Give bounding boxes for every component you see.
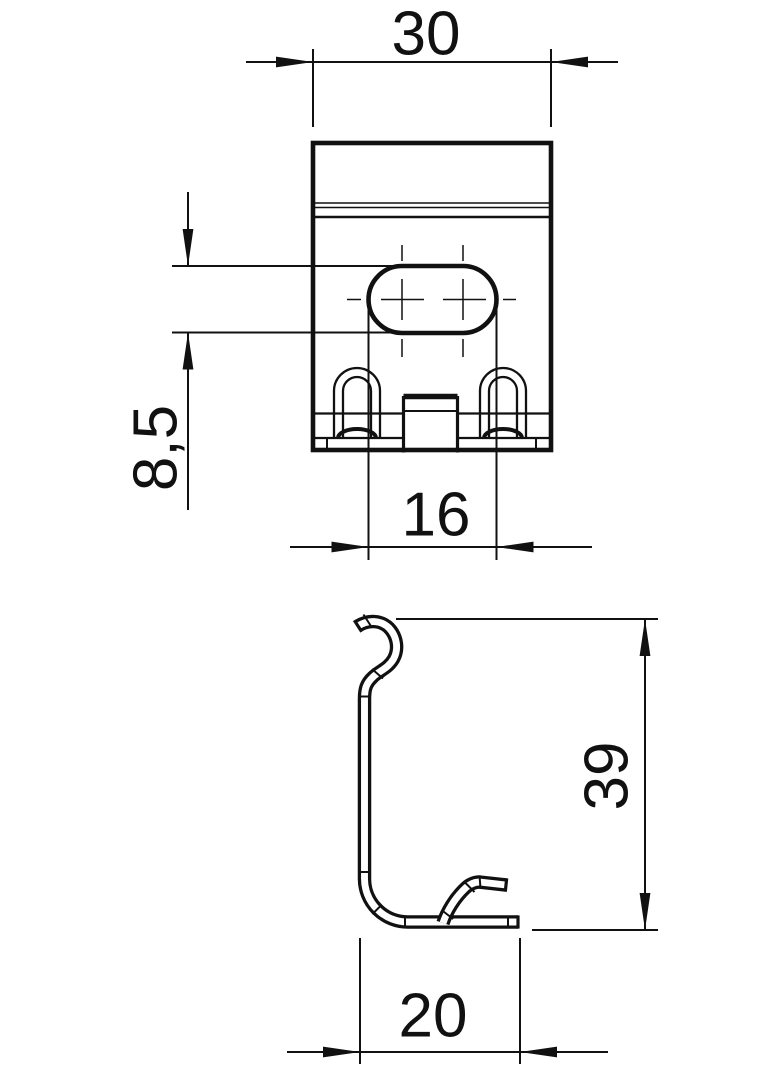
dimension-label-39: 39 <box>573 742 642 811</box>
side-view <box>352 613 520 929</box>
dimension-foot-depth: 20 <box>287 938 608 1064</box>
side-bend-ticks <box>358 613 509 929</box>
dimension-overall-width: 30 <box>246 0 618 127</box>
front-body-outline <box>310 140 554 453</box>
front-left-tab <box>332 366 382 439</box>
front-right-tab <box>478 366 528 439</box>
side-profile-inner <box>356 618 518 926</box>
front-bend-lines <box>313 202 551 219</box>
dimension-label-30: 30 <box>392 0 461 69</box>
dimension-slot-height: 8,5 <box>122 192 470 510</box>
dimension-label-8-5: 8,5 <box>122 405 191 491</box>
dimension-label-20: 20 <box>399 982 468 1051</box>
dimension-overall-height: 39 <box>396 618 658 931</box>
front-bottom-strip <box>313 412 551 450</box>
side-end-caps <box>352 619 520 929</box>
front-view <box>310 140 554 453</box>
side-tab-inner <box>439 878 507 925</box>
dimension-label-16: 16 <box>402 481 471 550</box>
front-slot-centerlines <box>347 245 516 357</box>
front-center-latch <box>401 393 460 453</box>
dimension-slot-width: 16 <box>290 302 592 560</box>
